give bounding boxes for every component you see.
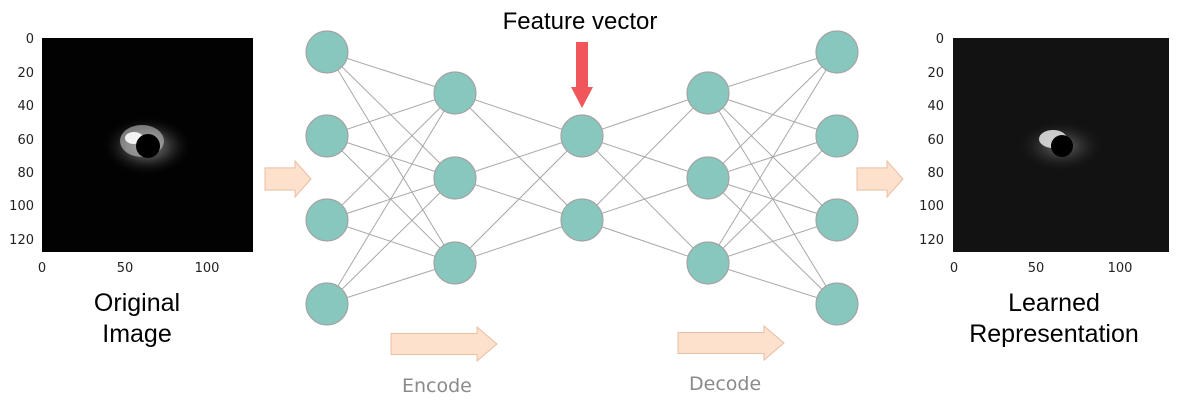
learned-y-tick: 20 [927,66,944,81]
learned-representation-title: Learned Representation [944,288,1164,350]
network-node [560,198,604,242]
network-node [815,282,859,326]
original-y-tick: 120 [9,233,34,248]
network-node [433,156,477,200]
original-y-tick: 40 [17,99,34,114]
network-edge [707,219,838,264]
original-x-tick: 50 [116,261,134,276]
network-edge [326,51,456,94]
network-edge [581,92,709,221]
network-node [686,71,730,115]
learned-image-content [1017,120,1105,172]
original-image-title: Original Image [62,288,212,350]
network-node [815,30,859,74]
network-edge [326,92,456,137]
learned-y-tick: 0 [935,32,944,47]
network-edge [454,135,583,264]
network-node [815,114,859,158]
output-arrow [856,159,904,199]
original-y-tick: 20 [17,66,34,81]
network-edge [581,92,709,137]
feature-vector-arrow [571,42,593,108]
encode-arrow [390,325,498,363]
network-edge [707,51,838,264]
decode-arrow [677,324,785,362]
network-edge [326,92,456,305]
original-x-tick: 100 [194,261,220,276]
network-edge [454,92,583,137]
network-edge [581,177,709,221]
encode-label: Encode [402,375,472,397]
learned-y-tick: 60 [927,133,944,148]
network-node [686,156,730,200]
learned-title-line1: Learned [1008,289,1100,317]
network-edge [707,51,838,179]
original-image-plot [42,38,253,252]
network-edge [454,219,583,264]
network-edge [326,92,456,221]
network-edge [707,51,838,94]
learned-x-tick: 50 [1027,261,1045,276]
original-title-line2: Image [102,320,172,348]
feature-vector-label: Feature vector [502,8,658,35]
original-y-tick: 100 [9,199,34,214]
learned-title-line2: Representation [969,320,1139,348]
learned-x-tick: 100 [1107,261,1133,276]
network-node [433,241,477,285]
original-image-content [101,116,193,176]
network-node [433,71,477,115]
learned-y-tick: 80 [927,166,944,181]
network-edge [326,177,456,305]
learned-y-tick: 120 [919,233,944,248]
decode-label: Decode [689,373,762,395]
network-edge [454,135,583,179]
network-node [686,241,730,285]
network-edge [707,262,838,305]
learned-x-tick: 0 [949,261,959,276]
network-edge [581,219,709,264]
network-node [305,198,349,242]
original-y-tick: 80 [17,166,34,181]
learned-y-tick: 40 [927,99,944,114]
network-node [305,30,349,74]
network-node [305,282,349,326]
original-y-tick: 0 [25,32,34,47]
original-title-line1: Original [93,289,181,317]
network-edge [707,135,838,264]
learned-y-tick: 100 [919,199,944,214]
learned-image-plot [953,38,1169,252]
original-x-tick: 0 [37,261,47,276]
network-node [815,198,859,242]
network-node [560,114,604,158]
network-edge [326,262,456,305]
network-node [305,114,349,158]
input-arrow [264,159,312,199]
original-y-tick: 60 [17,133,34,148]
